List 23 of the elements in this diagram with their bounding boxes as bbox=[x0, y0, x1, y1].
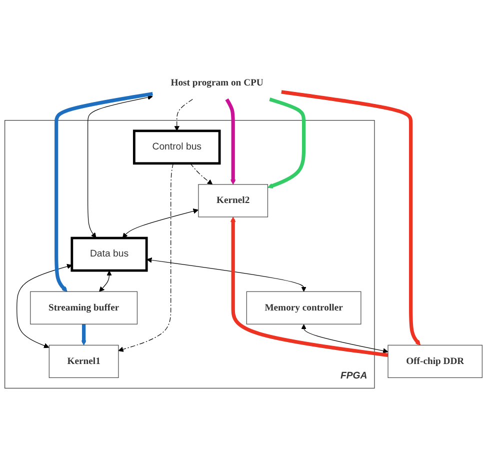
arrow bbox=[190, 163, 213, 185]
node-box: Off-chip DDR bbox=[388, 344, 482, 378]
arrow bbox=[118, 163, 174, 352]
arrow bbox=[281, 90, 421, 346]
arrow bbox=[268, 98, 306, 188]
arrow bbox=[122, 208, 198, 238]
arrow bbox=[225, 98, 236, 185]
arrow bbox=[230, 216, 388, 357]
node-box: Kernel2 bbox=[198, 184, 268, 218]
node-box: Control bus bbox=[132, 130, 221, 165]
arrow bbox=[88, 94, 153, 238]
node-box: Kernel1 bbox=[48, 344, 119, 378]
arrow bbox=[16, 264, 72, 348]
arrow bbox=[146, 258, 306, 292]
node-box: Streaming buffer bbox=[30, 291, 138, 324]
arrow bbox=[174, 98, 193, 132]
arrow bbox=[81, 324, 86, 346]
node-text: Host program on CPU bbox=[170, 78, 264, 88]
node-box: Data bus bbox=[70, 236, 148, 272]
node-box: Memory controller bbox=[246, 291, 362, 324]
arrow bbox=[54, 92, 153, 292]
arrow bbox=[99, 270, 112, 292]
arrow bbox=[301, 324, 388, 354]
